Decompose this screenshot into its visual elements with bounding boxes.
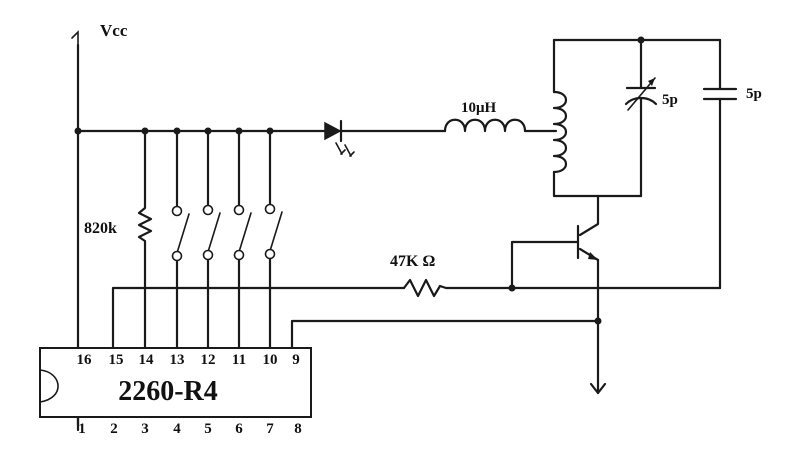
- pin-7: 7: [266, 421, 274, 437]
- chip-bottom-pins: 1 2 3 4 5 6 7 8: [78, 421, 302, 437]
- pin-5: 5: [204, 421, 212, 437]
- transistor: [510, 194, 600, 395]
- pin-6: 6: [235, 421, 243, 437]
- pin-2: 2: [110, 421, 118, 437]
- pin-9: 9: [292, 352, 300, 368]
- switch-11: [233, 129, 252, 350]
- pin-15: 15: [109, 352, 124, 368]
- resistor-820k-label: 820k: [84, 220, 117, 237]
- pin-11: 11: [232, 352, 246, 368]
- inductor-label: 10μH: [461, 100, 497, 116]
- pin-16: 16: [77, 352, 93, 368]
- pin9-line: [290, 317, 602, 350]
- led-diode: [324, 119, 447, 157]
- switch-10: [264, 129, 283, 350]
- ic-chip: [39, 347, 312, 432]
- resistor-820k: [137, 129, 153, 350]
- vcc-label: Vcc: [100, 21, 128, 40]
- tank-coil: [552, 38, 643, 198]
- variable-capacitor: [624, 38, 658, 198]
- inductor-10uh: [443, 118, 558, 133]
- tank-top-wires: [552, 36, 722, 44]
- ground-arrow: [589, 382, 607, 395]
- pin-13: 13: [170, 352, 185, 368]
- switch-12: [202, 129, 221, 350]
- chip-label: 2260-R4: [118, 376, 218, 407]
- pin-3: 3: [141, 421, 149, 437]
- pin-14: 14: [139, 352, 155, 368]
- pin-4: 4: [173, 421, 181, 437]
- pin-12: 12: [201, 352, 216, 368]
- pin-10: 10: [263, 352, 278, 368]
- variable-capacitor-label: 5p: [662, 92, 678, 108]
- fixed-capacitor: [702, 38, 738, 290]
- pin-1: 1: [78, 421, 86, 437]
- fixed-capacitor-label: 5p: [746, 86, 762, 102]
- pin-8: 8: [294, 421, 302, 437]
- feedback-line: [111, 278, 722, 350]
- resistor-47k-label: 47K Ω: [390, 253, 435, 270]
- chip-top-pins: 16 15 14 13 12 11 10 9: [77, 352, 300, 368]
- switch-13: [171, 129, 190, 350]
